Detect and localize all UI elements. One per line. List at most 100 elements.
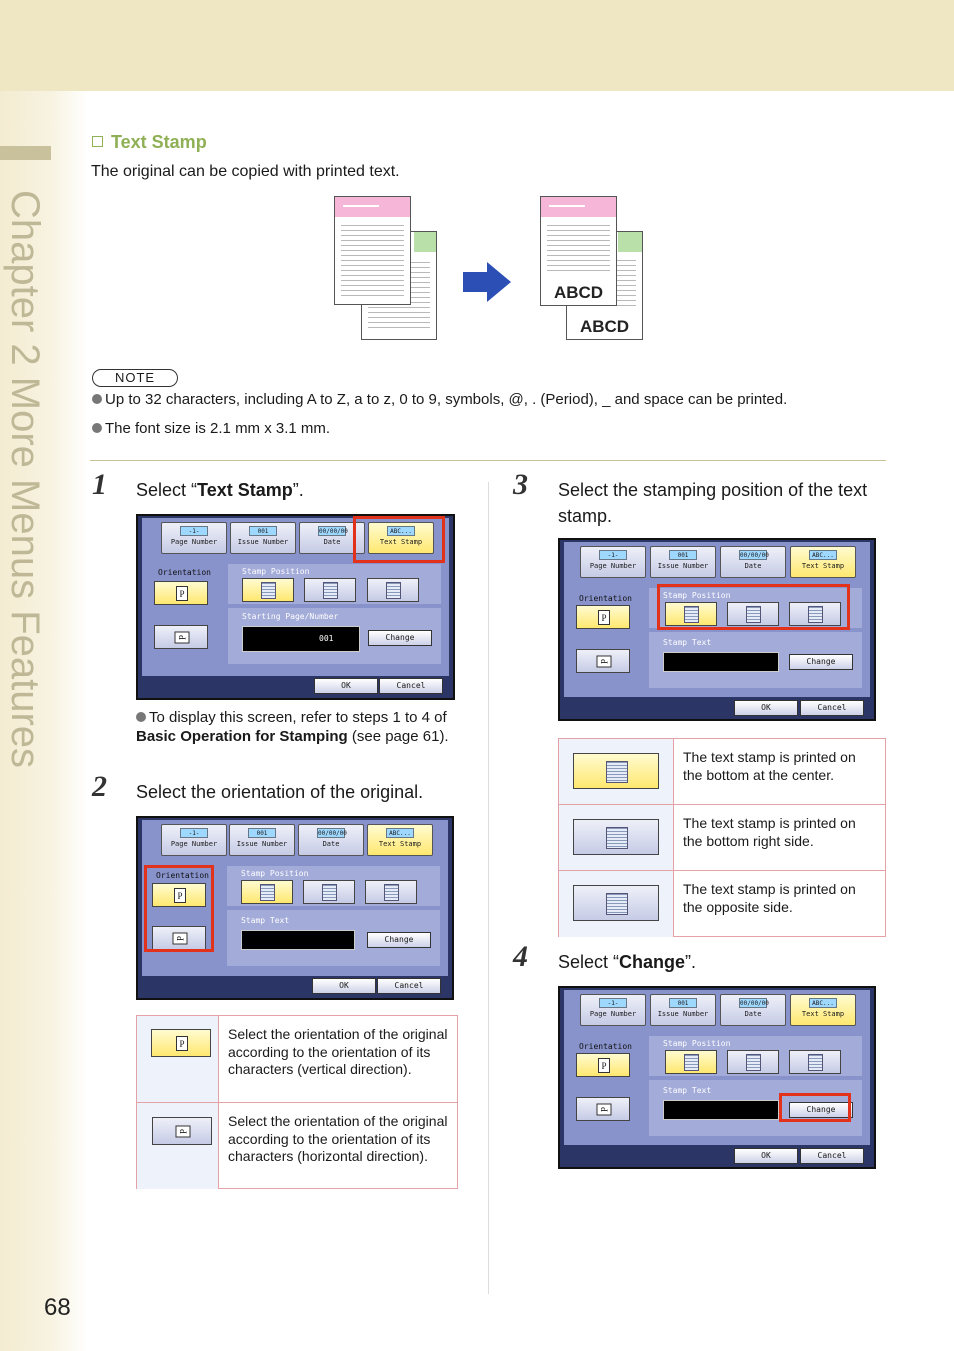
change-button[interactable]: Change bbox=[789, 654, 853, 670]
cancel-button[interactable]: Cancel bbox=[800, 1148, 864, 1164]
ok-button[interactable]: OK bbox=[312, 978, 376, 994]
stamp-text-field bbox=[241, 930, 355, 950]
chapter-sidebar bbox=[0, 91, 88, 1351]
tab-text-stamp[interactable]: ABC...Text Stamp bbox=[368, 522, 434, 554]
position-bottom-center-button[interactable] bbox=[242, 578, 294, 602]
tab-page-number[interactable]: -1-Page Number bbox=[161, 522, 227, 554]
stamped-page-front: ABCD bbox=[540, 196, 617, 306]
step-note: To display this screen, refer to steps 1… bbox=[136, 709, 449, 745]
stamp-text-panel: Stamp Text Change bbox=[227, 910, 440, 966]
square-bullet-icon bbox=[92, 136, 103, 147]
start-number-field: 001 bbox=[242, 626, 360, 652]
bullet-icon bbox=[136, 712, 146, 722]
highlight-box bbox=[779, 1093, 851, 1122]
stamp-position-panel: Stamp Position bbox=[649, 1036, 862, 1076]
position-bottom-center-button[interactable] bbox=[665, 1050, 717, 1074]
step-number: 3 bbox=[513, 468, 528, 501]
tab-page-number[interactable]: -1-Page Number bbox=[161, 824, 227, 856]
step-instruction: Select “Change”. bbox=[558, 952, 697, 972]
change-button[interactable]: Change bbox=[367, 932, 431, 948]
stamp-text-sample: ABCD bbox=[541, 283, 616, 303]
step-number: 4 bbox=[513, 940, 528, 973]
orientation-horizontal-button[interactable]: P bbox=[152, 926, 206, 950]
section-intro: The original can be copied with printed … bbox=[91, 163, 400, 180]
position-bottom-right-button[interactable] bbox=[303, 880, 355, 904]
stamp-text-sample: ABCD bbox=[567, 317, 642, 337]
sidebar-tab-marker bbox=[0, 146, 51, 160]
position-bottom-center-button[interactable] bbox=[241, 880, 293, 904]
highlight-box bbox=[353, 516, 445, 563]
table-row: P Select the orientation of the original… bbox=[137, 1102, 457, 1189]
position-bottom-right-button[interactable] bbox=[304, 578, 356, 602]
orientation-label: Orientation bbox=[158, 568, 211, 577]
tab-text-stamp[interactable]: ABC...Text Stamp bbox=[790, 546, 856, 578]
orientation-horizontal-button[interactable]: P bbox=[576, 649, 630, 673]
arrow-right-icon bbox=[463, 262, 511, 302]
ok-button[interactable]: OK bbox=[314, 678, 378, 694]
stamp-position-panel: Stamp Position bbox=[649, 588, 862, 628]
table-row: The text stamp is printed on the bottom … bbox=[559, 804, 885, 870]
highlight-box bbox=[144, 865, 214, 952]
stamp-text-field bbox=[663, 652, 779, 672]
note-item: The font size is 2.1 mm x 3.1 mm. bbox=[92, 420, 330, 437]
tab-text-stamp[interactable]: ABC...Text Stamp bbox=[367, 824, 433, 856]
position-bottom-right-button[interactable] bbox=[727, 1050, 779, 1074]
stamp-text-field bbox=[663, 1100, 779, 1120]
step-instruction: Select the orientation of the original. bbox=[136, 782, 424, 802]
position-bottom-right-button[interactable] bbox=[727, 602, 779, 626]
position-bottom-center-button[interactable] bbox=[665, 602, 717, 626]
position-opposite-side-button[interactable] bbox=[367, 578, 419, 602]
bullet-icon bbox=[92, 423, 102, 433]
tab-page-number[interactable]: -1-Page Number bbox=[580, 546, 646, 578]
orientation-horizontal-button[interactable]: P bbox=[576, 1097, 630, 1121]
orientation-vertical-button[interactable]: P bbox=[152, 883, 206, 907]
orientation-vertical-icon: P bbox=[151, 1029, 211, 1057]
column-divider bbox=[488, 482, 489, 1294]
cancel-button[interactable]: Cancel bbox=[377, 978, 441, 994]
page-number: 68 bbox=[44, 1294, 71, 1321]
note-item: Up to 32 characters, including A to Z, a… bbox=[92, 391, 787, 408]
tab-text-stamp[interactable]: ABC...Text Stamp bbox=[790, 994, 856, 1026]
stamp-position-panel: Stamp Position bbox=[228, 564, 441, 604]
change-button[interactable]: Change bbox=[789, 1102, 853, 1118]
top-band bbox=[0, 0, 954, 91]
ok-button[interactable]: OK bbox=[734, 700, 798, 716]
original-page-front bbox=[334, 196, 411, 305]
position-opposite-side-button[interactable] bbox=[789, 602, 841, 626]
orientation-horizontal-button[interactable]: P bbox=[154, 625, 208, 649]
orientation-vertical-button[interactable]: P bbox=[576, 605, 630, 629]
bottom-center-icon bbox=[573, 753, 659, 789]
section-title: Text Stamp bbox=[92, 132, 207, 153]
bullet-icon bbox=[92, 394, 102, 404]
cancel-button[interactable]: Cancel bbox=[800, 700, 864, 716]
position-opposite-side-button[interactable] bbox=[789, 1050, 841, 1074]
table-row: The text stamp is printed on the opposit… bbox=[559, 870, 885, 937]
stamp-position-panel: Stamp Position bbox=[227, 866, 440, 906]
orientation-vertical-button[interactable]: P bbox=[154, 581, 208, 605]
orientation-label: Orientation bbox=[156, 871, 209, 880]
tab-page-number[interactable]: -1-Page Number bbox=[580, 994, 646, 1026]
orientation-horizontal-icon: P bbox=[152, 1117, 212, 1145]
change-button[interactable]: Change bbox=[368, 630, 432, 646]
step-instruction: Select the stamping position of the text… bbox=[558, 480, 868, 526]
cancel-button[interactable]: Cancel bbox=[379, 678, 443, 694]
stamp-text-panel: Stamp Text Change bbox=[649, 1080, 862, 1136]
chapter-heading: Chapter 2 More Menus Features bbox=[3, 190, 47, 769]
position-opposite-side-button[interactable] bbox=[365, 880, 417, 904]
opposite-side-icon bbox=[573, 885, 659, 921]
orientation-vertical-button[interactable]: P bbox=[576, 1053, 630, 1077]
stamp-position-table: The text stamp is printed on the bottom … bbox=[558, 738, 886, 937]
step-number: 2 bbox=[92, 770, 107, 803]
starting-page-panel: Starting Page/Number 001 Change bbox=[228, 608, 441, 664]
table-row: P Select the orientation of the original… bbox=[137, 1016, 457, 1102]
ok-button[interactable]: OK bbox=[734, 1148, 798, 1164]
step-instruction: Select “Text Stamp”. bbox=[136, 480, 304, 500]
